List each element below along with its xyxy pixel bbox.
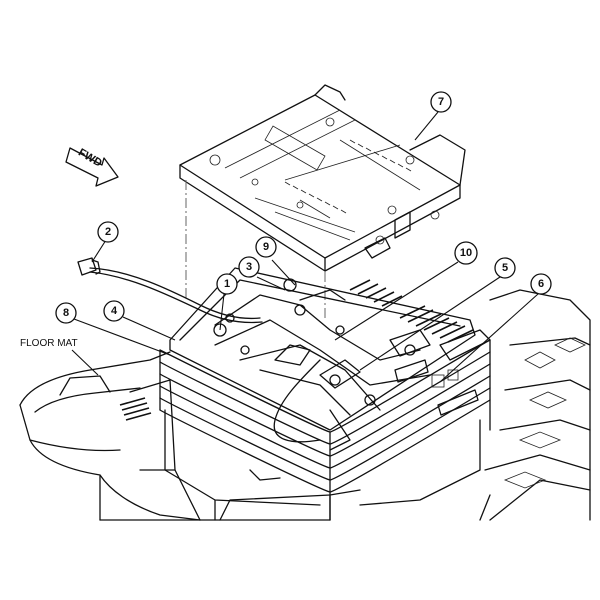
callout-leaders (73, 111, 539, 383)
fwd-label: FWD (76, 147, 104, 170)
callout-10: 10 (454, 241, 478, 265)
callout-7-number: 7 (438, 96, 444, 108)
callout-8-number: 8 (63, 307, 69, 319)
callout-2-number: 2 (105, 226, 111, 238)
callout-6: 6 (530, 273, 552, 295)
alignment-ghost-lines (185, 180, 326, 320)
seat-suspension-base-drawing (119, 267, 491, 521)
floor-mat-label: FLOOR MAT (20, 338, 78, 349)
callout-3-number: 3 (246, 261, 252, 273)
callout-4-number: 4 (111, 305, 118, 317)
forward-direction-arrow: FWD (65, 147, 119, 187)
top-mounting-plate-drawing (179, 84, 466, 272)
callout-2: 2 (97, 221, 119, 243)
callout-10-number: 10 (460, 247, 472, 259)
callout-5-number: 5 (502, 262, 508, 274)
callout-3: 3 (238, 256, 260, 278)
callout-7: 7 (430, 91, 452, 113)
callout-1: 1 (216, 273, 238, 295)
floor-mat-callout: FLOOR MAT (20, 338, 99, 376)
callout-5: 5 (494, 257, 516, 279)
wiring-harness-drawing (77, 257, 263, 324)
floor-mat-drawing (19, 289, 591, 521)
callout-8: 8 (55, 302, 77, 324)
callout-6-number: 6 (538, 278, 544, 290)
callout-1-number: 1 (224, 278, 230, 290)
callout-9-number: 9 (263, 241, 269, 253)
callout-4: 4 (103, 300, 125, 322)
callout-9: 9 (255, 236, 277, 258)
